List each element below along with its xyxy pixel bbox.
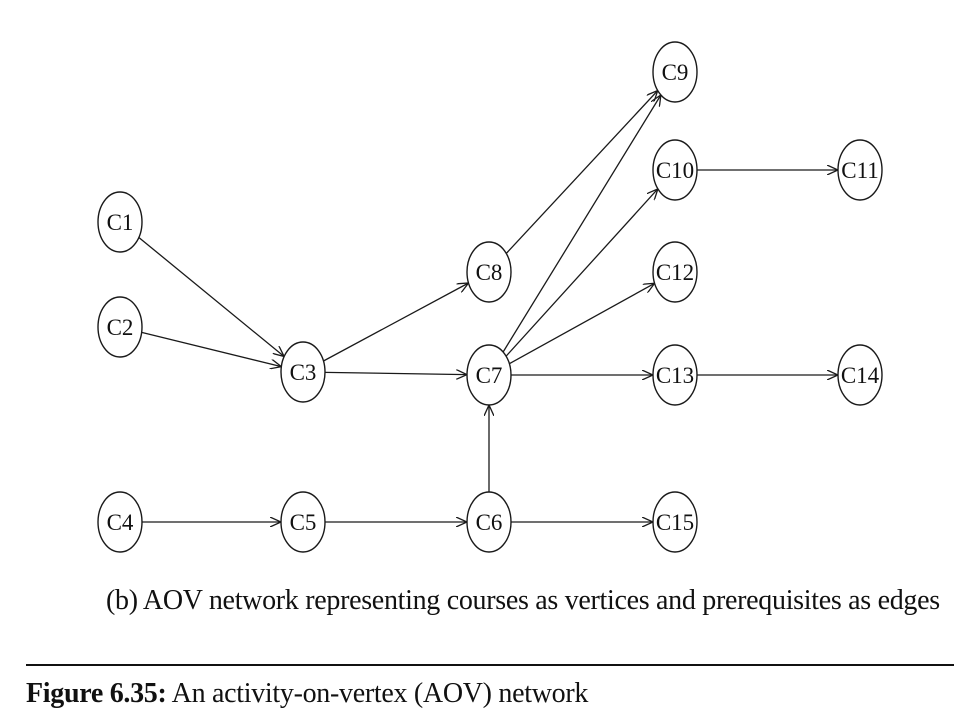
node-c5: C5 xyxy=(280,491,326,553)
node-circle xyxy=(280,341,326,403)
node-label: C13 xyxy=(656,363,694,388)
node-c11: C11 xyxy=(837,139,883,201)
node-circle xyxy=(97,191,143,253)
node-circle xyxy=(466,344,512,406)
node-circle xyxy=(652,41,698,103)
node-c3: C3 xyxy=(280,341,326,403)
edge-c7-to-c12 xyxy=(509,283,654,365)
edge-c2-to-c3 xyxy=(141,331,282,366)
node-c14: C14 xyxy=(837,344,883,406)
edge-c3-to-c7 xyxy=(324,372,467,374)
node-c12: C12 xyxy=(652,241,698,303)
edge-c7-to-c9 xyxy=(502,95,661,353)
node-label: C5 xyxy=(290,510,317,535)
node-c13: C13 xyxy=(652,344,698,406)
node-label: C6 xyxy=(476,510,503,535)
node-c6: C6 xyxy=(466,491,512,553)
caption-divider xyxy=(26,664,954,666)
figure-caption: Figure 6.35: An activity-on-vertex (AOV)… xyxy=(26,678,588,710)
node-label: C11 xyxy=(841,158,879,183)
node-label: C8 xyxy=(476,260,503,285)
node-circle xyxy=(652,344,698,406)
node-circle xyxy=(466,241,512,303)
node-label: C2 xyxy=(107,315,134,340)
figure-caption-text: An activity-on-vertex (AOV) network xyxy=(166,678,589,709)
node-circle xyxy=(652,241,698,303)
node-label: C10 xyxy=(656,158,694,183)
node-circle xyxy=(837,344,883,406)
node-c4: C4 xyxy=(97,491,143,553)
edges-layer xyxy=(138,91,838,522)
node-c7: C7 xyxy=(466,344,512,406)
edge-c8-to-c9 xyxy=(505,91,657,254)
node-c10: C10 xyxy=(652,139,698,201)
node-label: C15 xyxy=(656,510,694,535)
node-c9: C9 xyxy=(652,41,698,103)
node-circle xyxy=(837,139,883,201)
node-label: C9 xyxy=(662,60,689,85)
node-c15: C15 xyxy=(652,491,698,553)
node-circle xyxy=(97,296,143,358)
node-circle xyxy=(97,491,143,553)
edge-c7-to-c10 xyxy=(505,189,658,357)
edge-c3-to-c8 xyxy=(323,283,468,362)
edge-c1-to-c3 xyxy=(138,236,284,356)
node-label: C14 xyxy=(841,363,880,388)
node-circle xyxy=(280,491,326,553)
node-label: C1 xyxy=(107,210,134,235)
node-label: C7 xyxy=(476,363,503,388)
node-c1: C1 xyxy=(97,191,143,253)
node-label: C4 xyxy=(107,510,134,535)
node-label: C12 xyxy=(656,260,694,285)
node-label: C3 xyxy=(290,360,317,385)
figure-number: Figure 6.35: xyxy=(26,678,167,709)
node-circle xyxy=(652,491,698,553)
diagram-subcaption: (b) AOV network representing courses as … xyxy=(106,585,940,616)
node-circle xyxy=(466,491,512,553)
node-c8: C8 xyxy=(466,241,512,303)
node-c2: C2 xyxy=(97,296,143,358)
node-circle xyxy=(652,139,698,201)
